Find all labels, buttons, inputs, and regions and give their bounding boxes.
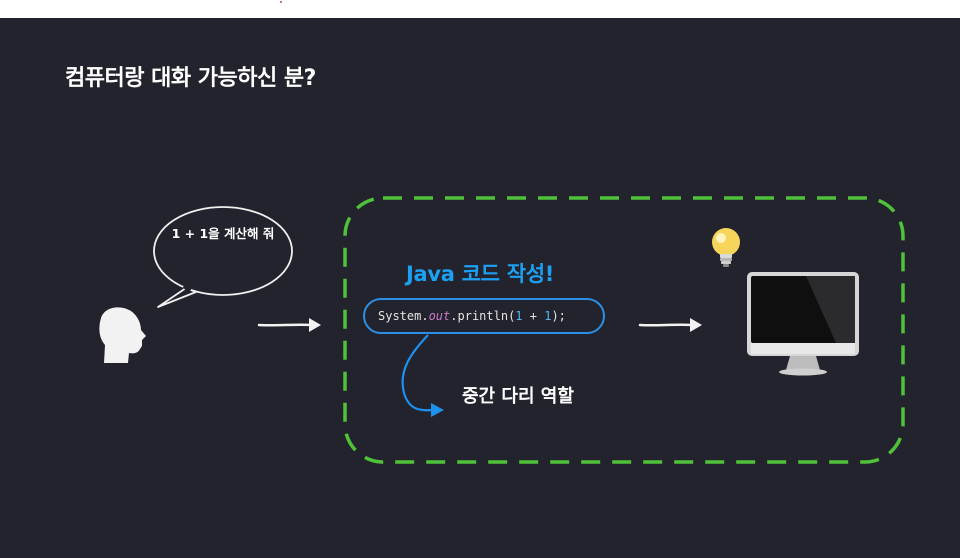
code-operator: + [522,309,545,323]
java-code-heading: Java 코드 작성! [406,262,555,286]
slide-title: 컴퓨터랑 대화 가능하신 분? [65,66,316,91]
speech-bubble-text: 1 + 1을 계산해 줘 [171,226,275,241]
code-suffix: ); [551,309,566,323]
code-number: 1 [544,309,552,323]
top-bar [0,0,960,18]
lightbulb-icon [712,228,740,267]
bridge-role-label: 중간 다리 역할 [462,386,574,407]
code-prefix: System. [378,309,429,323]
code-keyword: out [428,309,451,323]
top-bar-mark [280,1,282,3]
code-snippet-box: System.out.println(1 + 1); [363,298,605,334]
curved-arrow-icon [401,334,444,417]
person-head-icon [99,307,146,363]
speech-bubble [153,206,293,308]
dashed-frame [343,196,905,464]
arrow-right-icon [257,318,321,332]
code-method: .println( [450,309,516,323]
code-number: 1 [515,309,523,323]
monitor-icon [747,272,859,376]
arrow-right-icon [638,318,702,332]
code-snippet: System.out.println(1 + 1); [378,309,566,323]
